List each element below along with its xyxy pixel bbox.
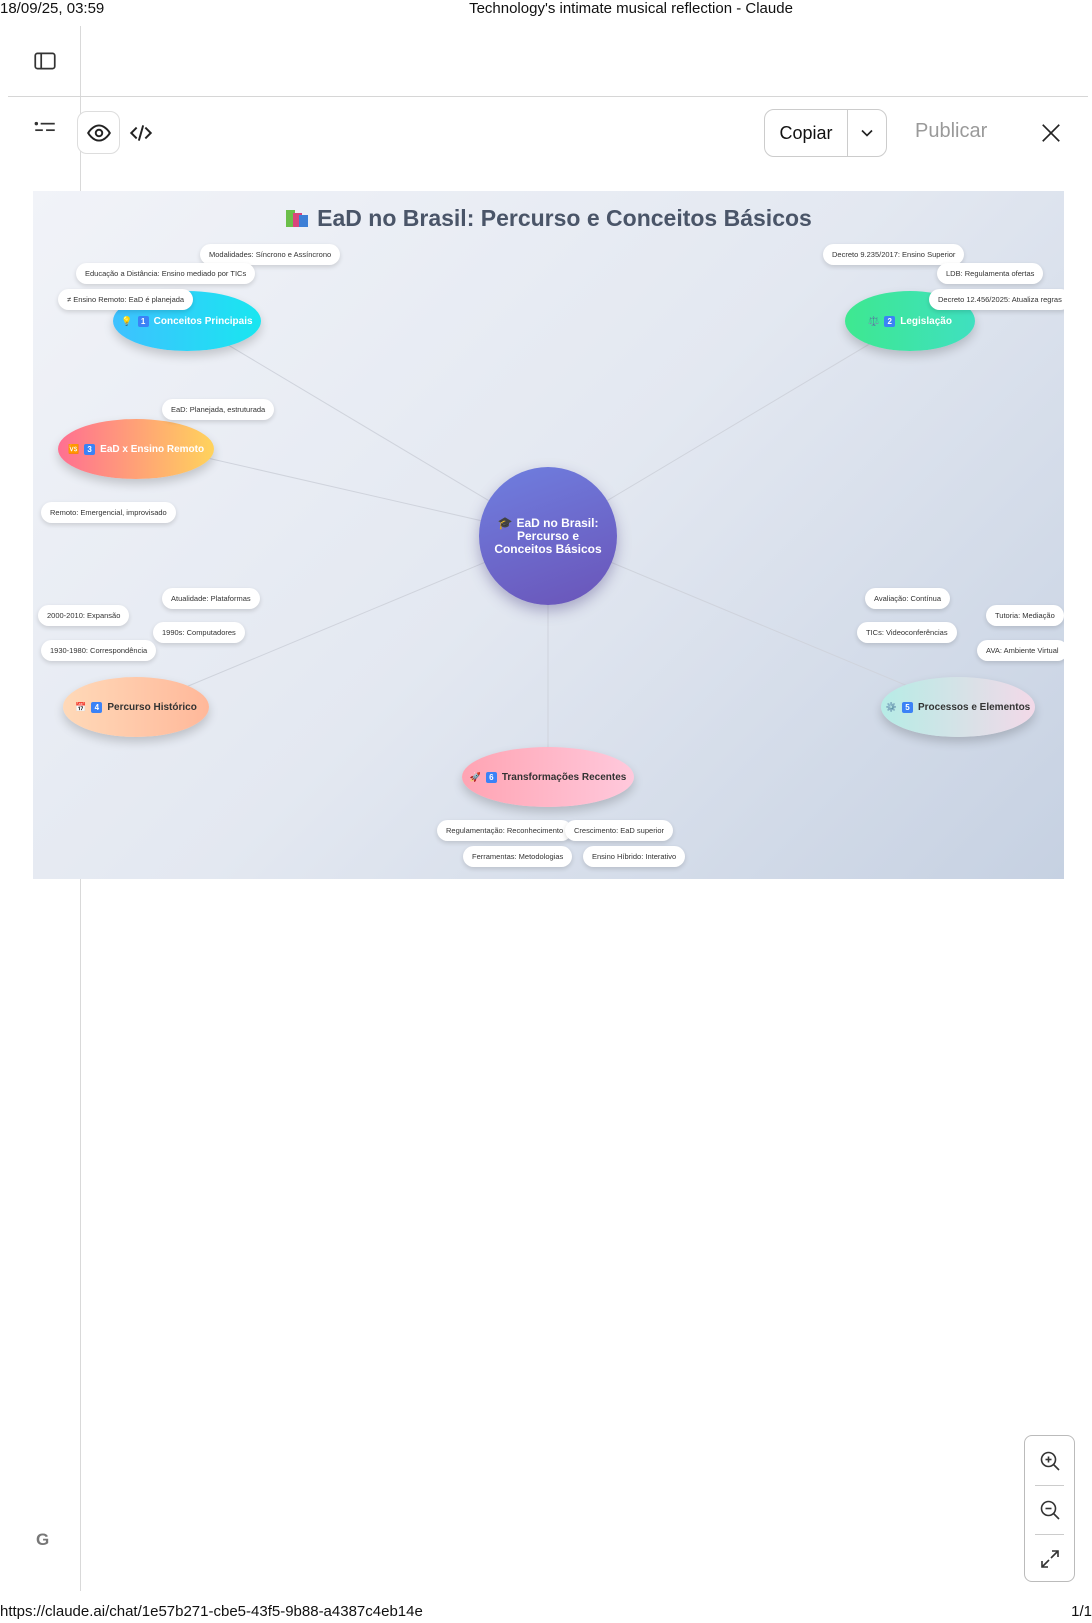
zoom-controls bbox=[1024, 1435, 1075, 1582]
branch-number: 2 bbox=[884, 315, 896, 327]
leaf-node[interactable]: 2000-2010: Expansão bbox=[38, 605, 130, 626]
print-header: 18/09/25, 03:59 Technology's intimate mu… bbox=[0, 0, 1092, 18]
leaf-node[interactable]: Educação a Distância: Ensino mediado por… bbox=[76, 263, 256, 284]
calendar-icon: 📅 bbox=[75, 701, 87, 712]
leaf-node[interactable]: TICs: Videoconferências bbox=[857, 622, 957, 643]
leaf-node[interactable]: Crescimento: EaD superior bbox=[565, 820, 674, 841]
eye-icon bbox=[86, 123, 111, 142]
leaf-node[interactable]: 1990s: Computadores bbox=[153, 622, 245, 643]
branch-processos-e-elementos[interactable]: ⚙️ 5 Processos e Elementos bbox=[881, 677, 1035, 737]
copy-button-group: Copiar bbox=[764, 109, 887, 157]
print-footer: https://claude.ai/chat/1e57b271-cbe5-43f… bbox=[0, 1603, 1092, 1621]
branch-label: Processos e Elementos bbox=[917, 701, 1031, 713]
fit-view-button[interactable] bbox=[1025, 1536, 1074, 1582]
close-icon bbox=[1042, 124, 1060, 142]
branch-label: Conceitos Principais bbox=[153, 315, 253, 327]
leaf-node[interactable]: Tutoria: Mediação bbox=[986, 605, 1064, 626]
branch-ead-x-ensino-remoto[interactable]: 🆚 3 EaD x Ensino Remoto bbox=[58, 419, 214, 479]
zoom-in-button[interactable] bbox=[1025, 1438, 1074, 1484]
copy-button[interactable]: Copiar bbox=[765, 110, 848, 156]
close-button[interactable] bbox=[1040, 122, 1062, 144]
zoom-separator bbox=[1035, 1485, 1064, 1486]
branch-number: 3 bbox=[84, 443, 96, 455]
leaf-node[interactable]: Ferramentas: Metodologias bbox=[463, 846, 573, 867]
versus-icon: 🆚 bbox=[67, 443, 80, 454]
print-date: 18/09/25, 03:59 bbox=[0, 0, 105, 17]
branch-label: Transformações Recentes bbox=[501, 771, 627, 783]
branch-number: 6 bbox=[485, 771, 497, 783]
leaf-node[interactable]: 1930-1980: Correspondência bbox=[41, 640, 157, 661]
center-node-label: EaD no Brasil: Percurso e Conceitos Bási… bbox=[494, 515, 602, 556]
branch-percurso-historico[interactable]: 📅 4 Percurso Histórico bbox=[63, 677, 209, 737]
rocket-icon: 🚀 bbox=[469, 771, 481, 782]
mindmap-title-text: EaD no Brasil: Percurso e Conceitos Bási… bbox=[317, 205, 812, 231]
leaf-node[interactable]: Decreto 9.235/2017: Ensino Superior bbox=[823, 244, 965, 265]
code-icon bbox=[129, 125, 153, 141]
leaf-node[interactable]: Remoto: Emergencial, improvisado bbox=[41, 502, 176, 523]
branch-number: 4 bbox=[91, 701, 103, 713]
graduation-cap-icon: 🎓 bbox=[497, 515, 513, 530]
gear-icon: ⚙️ bbox=[885, 701, 897, 712]
books-icon bbox=[286, 210, 309, 227]
leaf-node[interactable]: Avaliação: Contínua bbox=[865, 588, 950, 609]
code-button[interactable] bbox=[125, 117, 157, 149]
mindmap-title: EaD no Brasil: Percurso e Conceitos Bási… bbox=[33, 205, 1064, 232]
zoom-out-icon bbox=[1040, 1500, 1060, 1520]
print-title: Technology's intimate musical reflection… bbox=[469, 0, 793, 17]
print-url: https://claude.ai/chat/1e57b271-cbe5-43f… bbox=[0, 1603, 423, 1620]
mindmap-canvas: EaD no Brasil: Percurso e Conceitos Bási… bbox=[33, 191, 1064, 879]
leaf-node[interactable]: ≠ Ensino Remoto: EaD é planejada bbox=[58, 289, 194, 310]
leaf-node[interactable]: Atualidade: Plataformas bbox=[162, 588, 260, 609]
leaf-node[interactable]: AVA: Ambiente Virtual bbox=[977, 640, 1064, 661]
link-branch-5 bbox=[547, 535, 959, 708]
leaf-node[interactable]: Decreto 12.456/2025: Atualiza regras bbox=[929, 289, 1064, 310]
leaf-node[interactable]: LDB: Regulamenta ofertas bbox=[937, 263, 1044, 284]
chevron-down-icon bbox=[861, 129, 873, 137]
expand-icon bbox=[1040, 1550, 1059, 1568]
print-page-number: 1/1 bbox=[1071, 1603, 1092, 1620]
center-node[interactable]: 🎓EaD no Brasil: Percurso e Conceitos Bás… bbox=[479, 467, 617, 605]
link-branch-4 bbox=[137, 535, 549, 708]
scales-icon: ⚖️ bbox=[868, 315, 880, 326]
link-branch-2 bbox=[547, 320, 909, 537]
branch-transformacoes-recentes[interactable]: 🚀 6 Transformações Recentes bbox=[462, 747, 634, 807]
leaf-node[interactable]: Regulamentação: Reconhecimento bbox=[437, 820, 573, 841]
list-icon[interactable] bbox=[30, 113, 60, 143]
branch-label: Percurso Histórico bbox=[107, 701, 197, 713]
branch-number: 5 bbox=[901, 701, 913, 713]
user-avatar[interactable]: G bbox=[36, 1530, 50, 1549]
publish-button[interactable]: Publicar bbox=[915, 120, 988, 142]
sidebar-toggle-icon[interactable] bbox=[30, 46, 60, 76]
lightbulb-icon: 💡 bbox=[121, 315, 133, 326]
branch-label: EaD x Ensino Remoto bbox=[100, 443, 205, 455]
zoom-separator bbox=[1035, 1534, 1064, 1535]
preview-button[interactable] bbox=[77, 111, 120, 154]
copy-options-button[interactable] bbox=[848, 110, 886, 156]
leaf-node[interactable]: Modalidades: Síncrono e Assíncrono bbox=[200, 244, 341, 265]
leaf-node[interactable]: EaD: Planejada, estruturada bbox=[162, 399, 275, 420]
branch-number: 1 bbox=[137, 315, 149, 327]
leaf-node[interactable]: Ensino Híbrido: Interativo bbox=[583, 846, 686, 867]
branch-label: Legislação bbox=[900, 315, 952, 327]
zoom-out-button[interactable] bbox=[1025, 1487, 1074, 1533]
header-divider bbox=[8, 96, 1088, 97]
zoom-in-icon bbox=[1040, 1451, 1060, 1471]
